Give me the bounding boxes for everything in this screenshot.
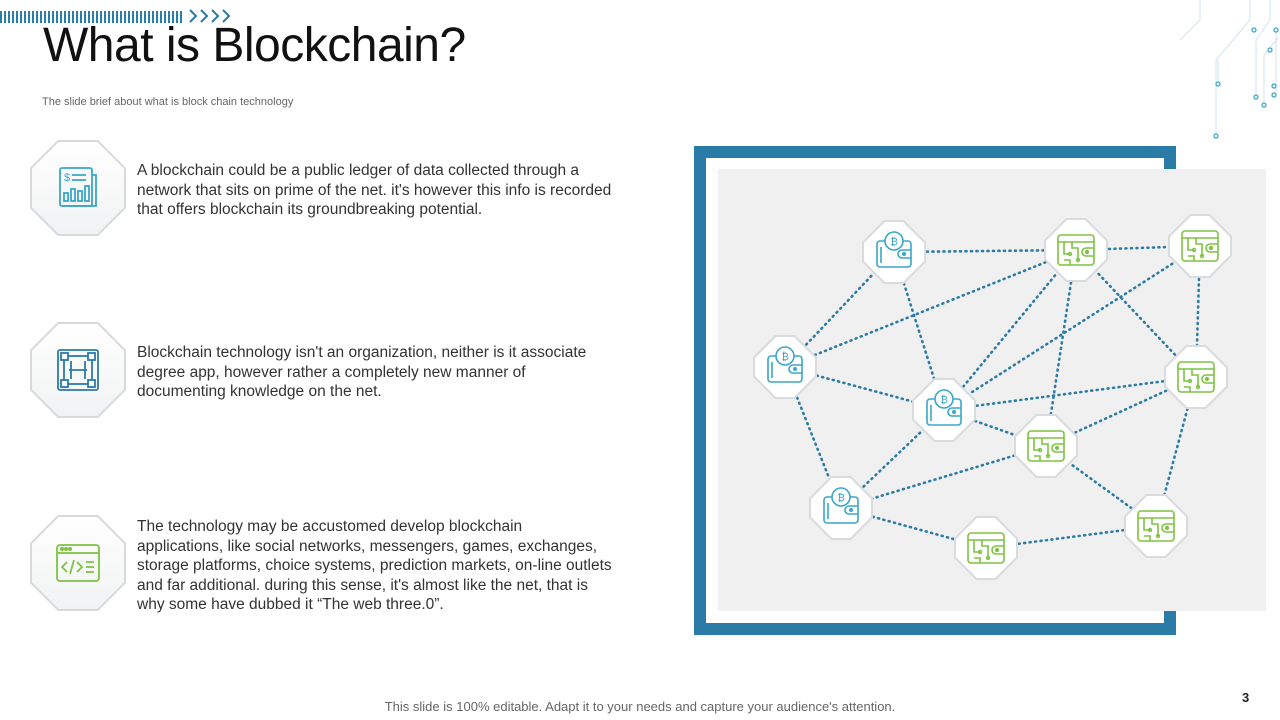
- feature-text: The technology may be accustomed develop…: [137, 518, 612, 613]
- slide-title: What is Blockchain?: [43, 19, 466, 72]
- network-link: [783, 248, 1078, 369]
- circuit-wallet-icon: [954, 516, 1018, 580]
- circuit-wallet-icon: [1168, 214, 1232, 278]
- network-nodes: [753, 214, 1232, 580]
- network-link: [942, 375, 1198, 412]
- decorative-stripes: [0, 11, 182, 23]
- chevrons-icon: [189, 9, 231, 23]
- footer-note: This slide is 100% editable. Adapt it to…: [384, 699, 896, 714]
- bitcoin-wallet-icon: [912, 378, 976, 442]
- circuit-wallet-icon: [1014, 414, 1078, 478]
- icon-badge: $: [30, 140, 126, 236]
- slide-subtitle: The slide brief about what is block chai…: [42, 96, 294, 108]
- feature-item: Blockchain technology isn't an organizat…: [30, 322, 630, 422]
- financial-report-icon: $: [59, 167, 97, 207]
- network-link: [942, 248, 1078, 412]
- feature-item: $ A blockchain could be a public ledger …: [30, 140, 630, 240]
- circuit-wallet-icon: [1124, 494, 1188, 558]
- feature-text: Blockchain technology isn't an organizat…: [137, 344, 587, 400]
- blockchain-node-icon: [57, 349, 99, 391]
- network-link: [942, 244, 1202, 412]
- icon-badge: [30, 515, 126, 611]
- circuit-wallet-icon: [1044, 218, 1108, 282]
- svg-text:$: $: [64, 172, 70, 184]
- code-window-icon: [56, 544, 100, 582]
- feature-text: A blockchain could be a public ledger of…: [137, 162, 612, 218]
- page-number: 3: [1242, 690, 1250, 705]
- blockchain-network-diagram: ₿: [753, 214, 1232, 580]
- network-link: [1044, 248, 1078, 448]
- feature-item: The technology may be accustomed develop…: [30, 515, 630, 615]
- icon-badge: [30, 322, 126, 418]
- circuit-decoration-icon: [1179, 0, 1279, 139]
- bitcoin-wallet-icon: [862, 220, 926, 284]
